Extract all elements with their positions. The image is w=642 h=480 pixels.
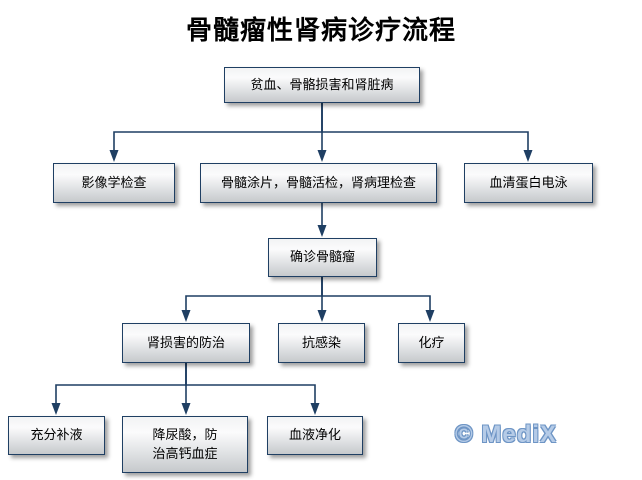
edge-renal-to-blood-purification: [185, 363, 320, 415]
page-title: 骨髓瘤性肾病诊疗流程: [185, 15, 456, 45]
flow-node-lower-uric-acid: 降尿酸，防治高钙血症: [122, 416, 248, 473]
edge-confirm-to-chemotherapy: [321, 277, 435, 322]
flow-node-renal-damage-prevention: 肾损害的防治: [122, 323, 250, 363]
edge-marrow-to-confirm: [317, 203, 327, 237]
node-label-imaging-exam: 影像学检查: [81, 174, 147, 190]
flow-node-marrow-tests: 骨髓涂片，骨髓活检，肾病理检查: [200, 163, 437, 203]
edge-renal-to-fluid: [51, 363, 187, 415]
node-label-confirm-myeloma: 确诊骨髓瘤: [289, 249, 355, 265]
flow-node-serum-electrophoresis: 血清蛋白电泳: [464, 163, 593, 203]
edge-confirm-to-renal-prevention: [181, 277, 323, 322]
node-label-fluid-replacement: 充分补液: [30, 427, 83, 443]
node-label-blood-purification: 血液净化: [288, 427, 341, 443]
node-label-lower-uric-acid: 降尿酸，防治高钙血症: [152, 426, 218, 461]
medix-watermark: © MediX: [455, 421, 558, 448]
flow-node-anti-infection: 抗感染: [278, 323, 365, 363]
node-label-anemia-bone-kidney: 贫血、骨骼损害和肾脏病: [250, 76, 394, 92]
flow-node-anemia-bone-kidney: 贫血、骨骼损害和肾脏病: [224, 67, 420, 103]
flow-node-chemotherapy: 化疗: [398, 323, 465, 363]
node-label-anti-infection: 抗感染: [301, 334, 341, 350]
node-label-chemotherapy: 化疗: [418, 334, 445, 350]
node-label-serum-electrophoresis: 血清蛋白电泳: [489, 174, 568, 190]
flow-node-blood-purification: 血液净化: [267, 416, 363, 455]
flow-node-confirm-myeloma: 确诊骨髓瘤: [268, 238, 377, 277]
flow-node-imaging-exam: 影像学检查: [53, 163, 175, 203]
node-label-renal-damage-prevention: 肾损害的防治: [146, 334, 225, 350]
node-label-marrow-tests: 骨髓涂片，骨髓活检，肾病理检查: [220, 174, 416, 190]
edge-anemia-to-imaging: [109, 103, 323, 162]
flow-node-fluid-replacement: 充分补液: [8, 416, 105, 455]
edge-anemia-to-electrophoresis: [321, 103, 533, 162]
